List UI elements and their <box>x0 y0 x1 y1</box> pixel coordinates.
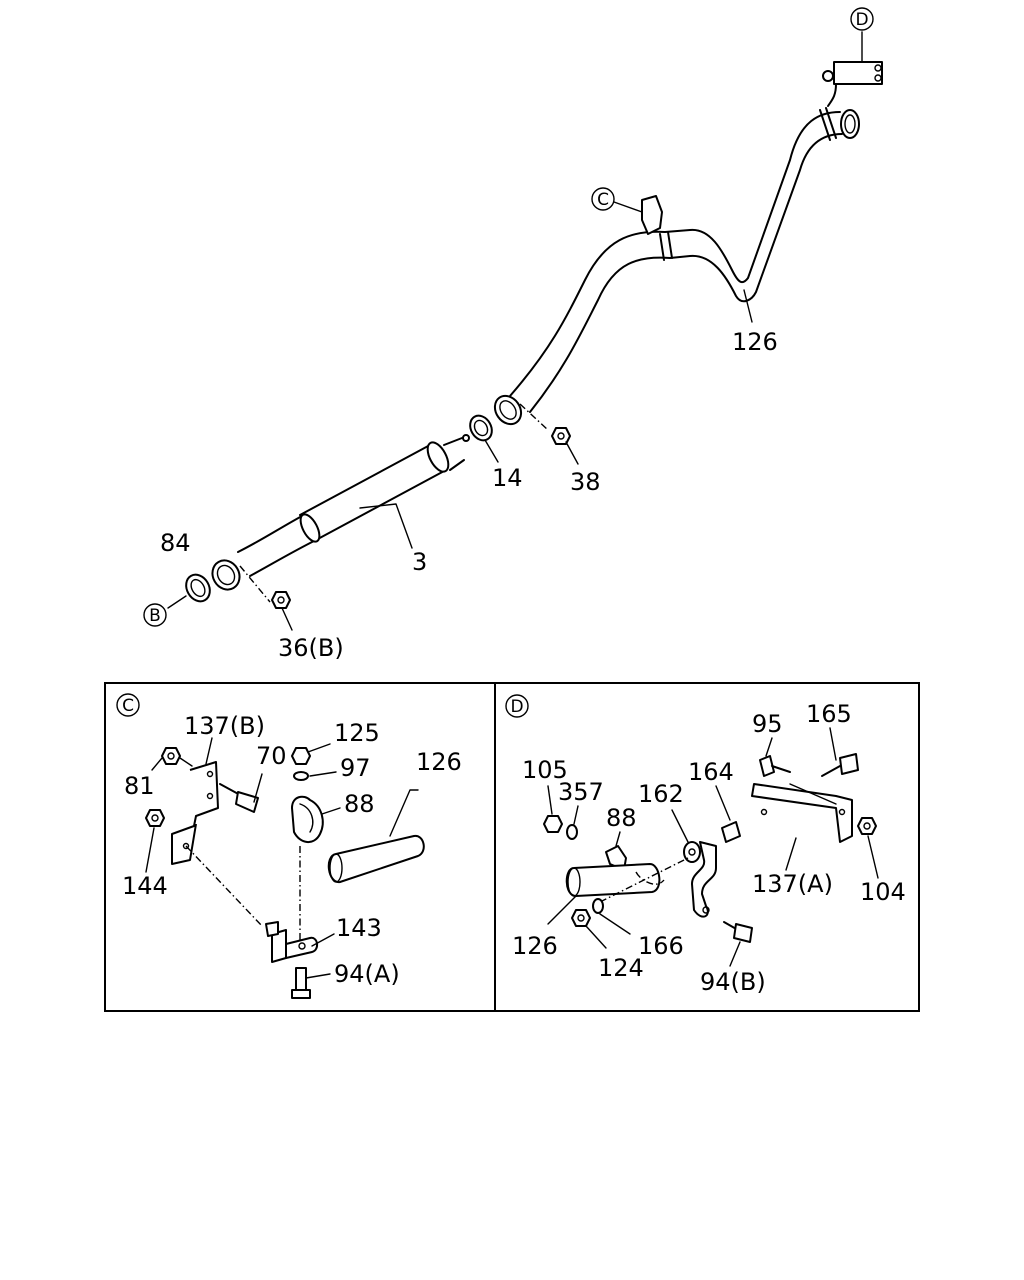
label-126: 126 <box>732 328 778 356</box>
label-38: 38 <box>570 468 601 496</box>
nut-144 <box>145 809 165 873</box>
hanger-bracket-c <box>613 195 663 235</box>
bracket-137b <box>171 737 219 865</box>
label-d-357: 357 <box>558 778 604 806</box>
label-84: 84 <box>160 529 191 557</box>
nut-38 <box>519 403 579 465</box>
bolt-94a <box>291 967 331 999</box>
nut-36b <box>239 565 293 631</box>
label-c-81: 81 <box>124 772 155 800</box>
hanger-bracket-d <box>822 31 883 107</box>
svg-text:B: B <box>149 606 161 626</box>
bolt-94b <box>723 921 753 967</box>
bracket-137a <box>751 783 853 871</box>
mount-162 <box>671 809 717 918</box>
label-d-94b: 94(B) <box>700 968 766 996</box>
ref-d-circle: D <box>850 7 874 31</box>
label-c-137b: 137(B) <box>184 712 265 740</box>
label-d-166: 166 <box>638 932 684 960</box>
label-d-95: 95 <box>752 710 783 738</box>
panel-d-frame <box>494 682 920 1012</box>
clamp-88-d <box>605 831 627 871</box>
tail-pipe-126 <box>493 107 860 426</box>
label-c-144: 144 <box>122 872 168 900</box>
label-d-126: 126 <box>512 932 558 960</box>
label-c-70: 70 <box>256 742 287 770</box>
svg-text:C: C <box>122 696 134 716</box>
label-d-124: 124 <box>598 954 644 982</box>
label-14: 14 <box>492 464 523 492</box>
label-c-88: 88 <box>344 790 375 818</box>
label-c-143: 143 <box>336 914 382 942</box>
ref-c-circle: C <box>591 187 615 211</box>
panel-c-title: C <box>116 693 140 717</box>
axis-166-162 <box>599 857 689 903</box>
gasket-14 <box>469 414 499 463</box>
nut-104 <box>857 817 879 879</box>
gasket-84 <box>167 573 211 609</box>
svg-text:D: D <box>855 10 868 30</box>
label-d-165: 165 <box>806 700 852 728</box>
label-d-164: 164 <box>688 758 734 786</box>
label-d-104: 104 <box>860 878 906 906</box>
ref-b-circle: B <box>143 603 167 627</box>
bolt-95 <box>759 737 791 777</box>
pipe-126-c <box>327 789 425 883</box>
panel-d-title: D <box>505 694 529 718</box>
washer-166 <box>592 898 631 935</box>
axis-144-143 <box>185 845 263 927</box>
label-3: 3 <box>412 548 427 576</box>
svg-text:D: D <box>510 697 523 717</box>
label-36b: 36(B) <box>278 634 344 662</box>
spacer-164 <box>715 785 741 843</box>
bracket-143 <box>265 921 335 963</box>
washer-357 <box>566 805 579 840</box>
label-d-162: 162 <box>638 780 684 808</box>
nut-124 <box>571 909 607 949</box>
bolt-70 <box>219 773 263 813</box>
label-c-97: 97 <box>340 754 371 782</box>
clamp-88-c <box>291 795 341 843</box>
label-d-105: 105 <box>522 756 568 784</box>
washer-97 <box>293 771 337 781</box>
muffler-3 <box>211 434 470 591</box>
nut-105 <box>543 785 563 833</box>
nut-125 <box>291 743 331 765</box>
svg-text:C: C <box>597 190 609 210</box>
nut-81 <box>151 747 193 771</box>
label-c-126: 126 <box>416 748 462 776</box>
label-d-137a: 137(A) <box>752 870 833 898</box>
label-c-125: 125 <box>334 719 380 747</box>
label-c-94a: 94(A) <box>334 960 400 988</box>
pipe-126-d <box>547 863 665 925</box>
label-d-88: 88 <box>606 804 637 832</box>
bolt-165 <box>821 727 859 777</box>
